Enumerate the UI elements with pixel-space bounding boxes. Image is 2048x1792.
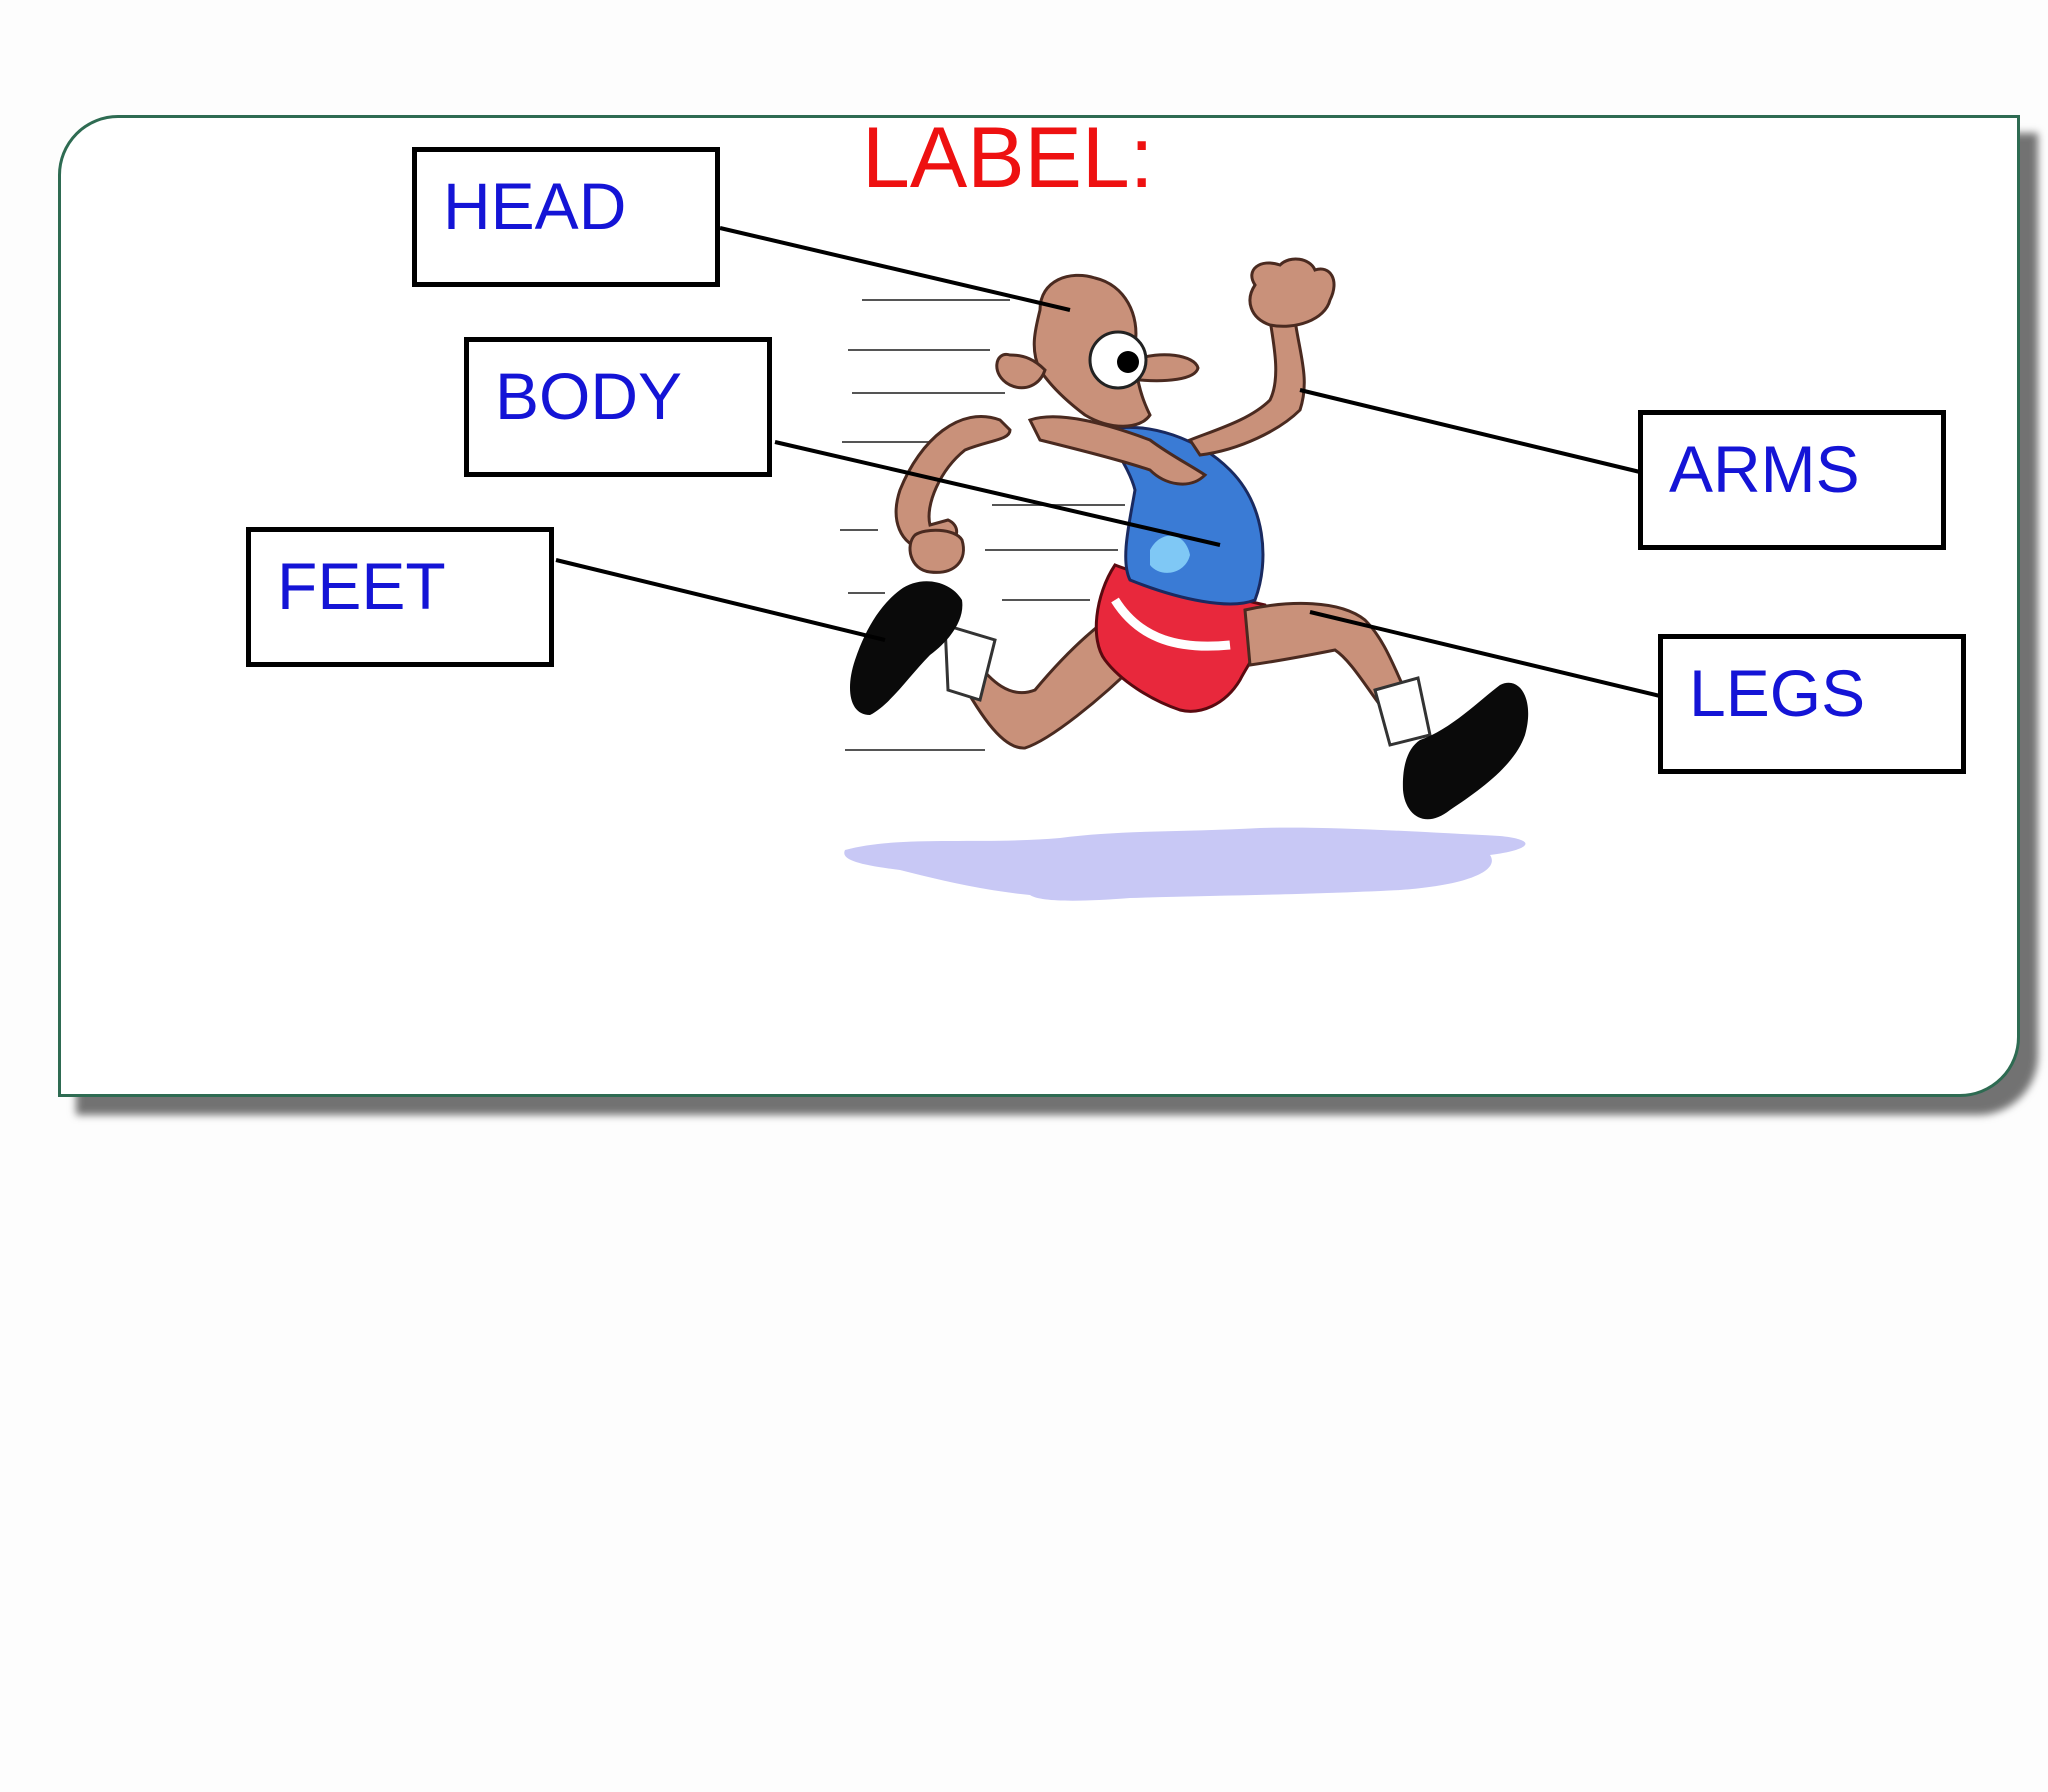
label-text-legs: LEGS	[1689, 656, 1866, 730]
legs-connector	[1309, 610, 1661, 698]
front-fist	[1248, 257, 1336, 328]
body-connector	[774, 440, 1221, 547]
label-text-body: BODY	[495, 359, 683, 433]
label-text-arms: ARMS	[1669, 432, 1860, 506]
nose	[1133, 353, 1200, 383]
pupil	[1117, 351, 1139, 373]
label-box-feet[interactable]: FEET	[246, 527, 554, 667]
torso-highlight	[1150, 535, 1190, 573]
back-sock	[943, 622, 997, 702]
front-shoe	[1402, 682, 1529, 820]
label-box-head[interactable]: HEAD	[412, 147, 720, 287]
worksheet-title: LABEL:	[862, 110, 1154, 206]
label-text-head: HEAD	[443, 169, 627, 243]
chest	[1027, 415, 1208, 486]
label-box-body[interactable]: BODY	[464, 337, 772, 477]
back-fist	[908, 528, 965, 574]
shorts-stripe	[1111, 597, 1231, 651]
speed-lines	[840, 299, 1125, 751]
feet-connector	[555, 558, 886, 642]
label-text-feet: FEET	[277, 549, 446, 623]
arms-connector	[1299, 388, 1641, 474]
head-connector	[719, 226, 1071, 312]
torso	[1102, 425, 1265, 606]
label-box-arms[interactable]: ARMS	[1638, 410, 1946, 550]
front-sock	[1373, 676, 1432, 747]
ground-shadow	[844, 827, 1526, 901]
ear	[995, 352, 1047, 390]
back-shoe	[850, 581, 963, 715]
label-box-legs[interactable]: LEGS	[1658, 634, 1966, 774]
